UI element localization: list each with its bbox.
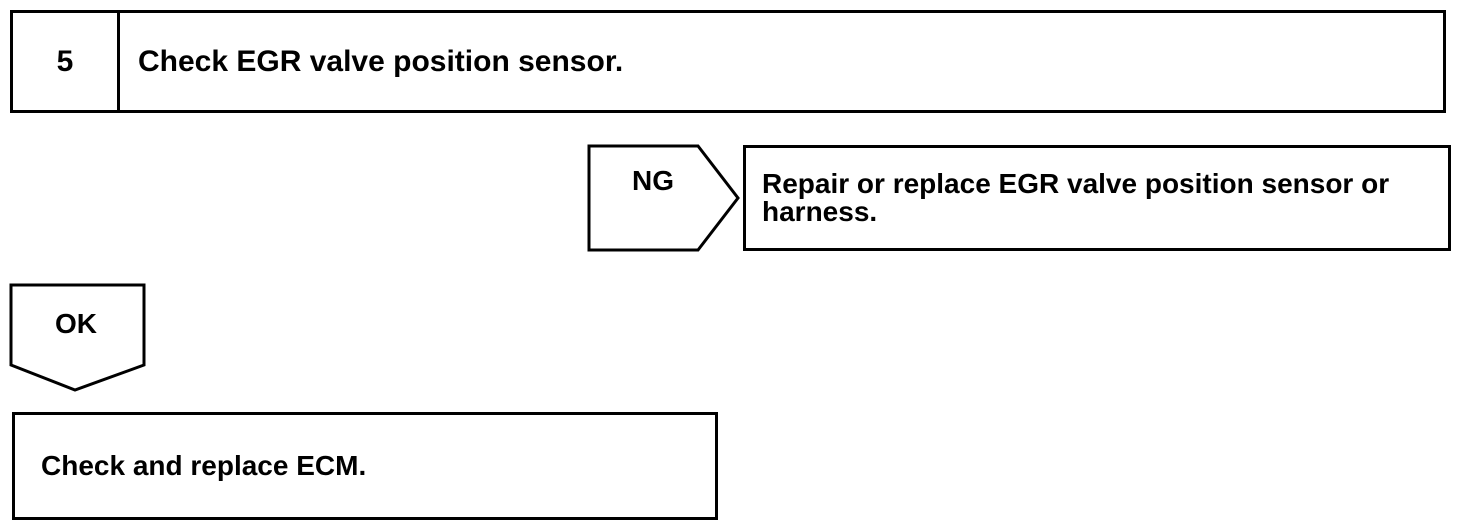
ng-action-text: Repair or replace EGR valve position sen… (762, 168, 1390, 227)
ok-label: OK (55, 308, 97, 339)
step-header-box: 5 Check EGR valve position sensor. (10, 10, 1446, 113)
step-title: Check EGR valve position sensor. (138, 44, 624, 78)
ng-action-box: Repair or replace EGR valve position sen… (743, 145, 1451, 251)
ok-action-box: Check and replace ECM. (12, 412, 718, 520)
step-number: 5 (13, 13, 120, 110)
ng-label: NG (632, 165, 674, 196)
ok-action-text: Check and replace ECM. (41, 450, 367, 481)
